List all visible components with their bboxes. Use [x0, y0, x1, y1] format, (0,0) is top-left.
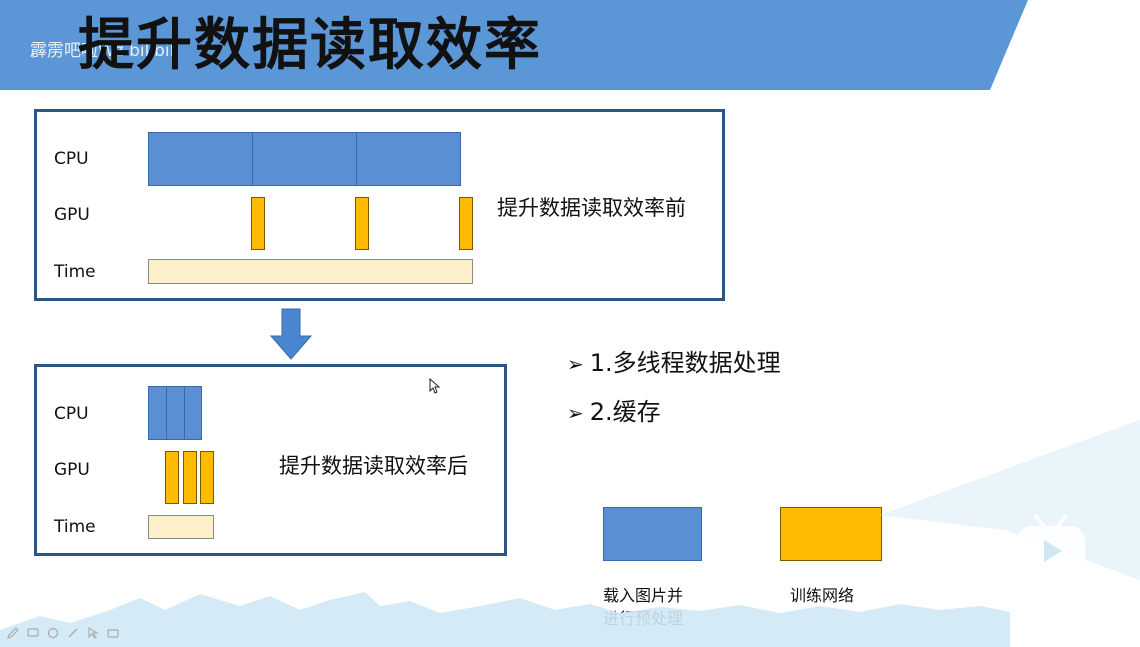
down-arrow-icon — [270, 308, 312, 360]
decorative-background — [0, 420, 1140, 647]
slide-title: 提升数据读取效率 — [78, 13, 542, 78]
before-cpu-label: CPU — [54, 149, 89, 169]
after-gpu-block-2 — [183, 451, 197, 504]
before-cpu-block-1 — [148, 132, 253, 186]
before-cpu-block-2 — [252, 132, 357, 186]
before-time-bar — [148, 259, 473, 284]
after-panel — [34, 364, 507, 556]
bullet-item-2: ➢2.缓存 — [567, 392, 661, 427]
before-gpu-block-2 — [355, 197, 369, 250]
after-caption: 提升数据读取效率后 — [279, 454, 468, 478]
after-gpu-block-3 — [200, 451, 214, 504]
before-gpu-block-1 — [251, 197, 265, 250]
legend-gpu-label: 训练网络 — [790, 586, 855, 605]
legend-gpu-swatch — [780, 507, 882, 561]
bilibili-tv-icon — [1017, 514, 1085, 576]
before-cpu-block-3 — [356, 132, 461, 186]
after-gpu-block-1 — [165, 451, 179, 504]
presentation-toolbar — [6, 624, 120, 642]
pen-icon[interactable] — [6, 626, 20, 640]
bullet-mark: ➢ — [567, 401, 584, 425]
pencil-icon[interactable] — [66, 626, 80, 640]
cursor-icon — [429, 378, 441, 394]
after-cpu-label: CPU — [54, 404, 89, 424]
before-time-label: Time — [54, 262, 96, 282]
title-banner — [0, 0, 1028, 90]
after-cpu-block-3 — [184, 386, 202, 440]
bullet-text: 1.多线程数据处理 — [589, 349, 781, 377]
camera-icon[interactable] — [106, 626, 120, 640]
legend-cpu-label-line1: 载入图片并 — [603, 586, 684, 605]
comment-icon[interactable] — [26, 626, 40, 640]
pointer-icon[interactable] — [86, 626, 100, 640]
watermark: 霹雳吧啦Wz bilibili — [30, 41, 180, 61]
bullet-item-1: ➢1.多线程数据处理 — [567, 343, 781, 378]
before-caption: 提升数据读取效率前 — [497, 196, 686, 220]
legend-cpu-swatch — [603, 507, 702, 561]
before-gpu-label: GPU — [54, 205, 90, 225]
bullet-mark: ➢ — [567, 352, 584, 376]
bullet-text: 2.缓存 — [589, 398, 661, 426]
after-gpu-label: GPU — [54, 460, 90, 480]
before-gpu-block-3 — [459, 197, 473, 250]
after-time-bar — [148, 515, 214, 539]
after-time-label: Time — [54, 517, 96, 537]
eraser-icon[interactable] — [46, 626, 60, 640]
